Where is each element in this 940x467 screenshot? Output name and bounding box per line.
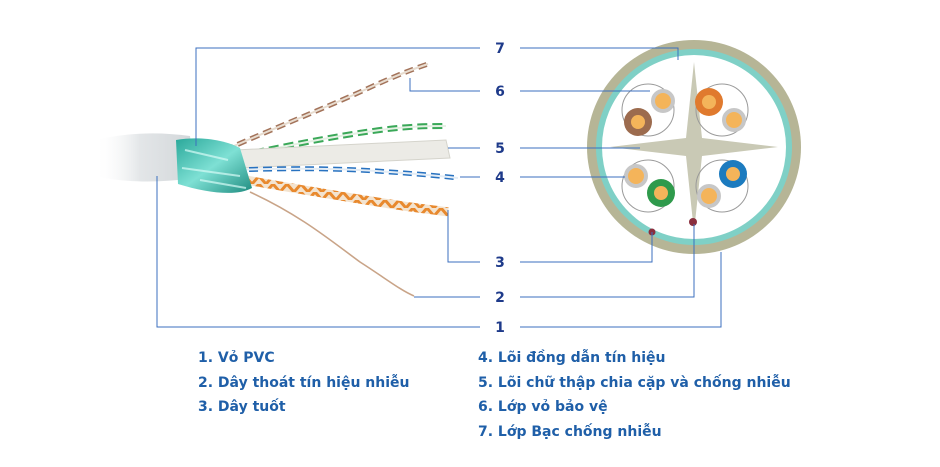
callout-5: 5 <box>495 141 505 157</box>
legend-item-6: 6. Lớp vỏ bảo vệ <box>478 399 608 415</box>
leader-3-right <box>520 232 653 263</box>
callout-numbers: 7 6 5 4 3 2 1 <box>495 41 505 336</box>
callout-6: 6 <box>495 84 505 100</box>
callout-7: 7 <box>495 41 505 57</box>
cross-separator <box>610 62 778 232</box>
leader-1-right <box>520 252 722 328</box>
legend-item-7: 7. Lớp Bạc chống nhiễu <box>478 423 662 440</box>
legend-item-1: 1. Vỏ PVC <box>198 350 275 366</box>
cable-cross-section <box>587 40 801 254</box>
cable-body <box>95 61 459 297</box>
callout-4: 4 <box>495 170 505 186</box>
leader-6-left <box>409 78 480 92</box>
legend-left-column: 1. Vỏ PVC 2. Dây thoát tín hiệu nhiễu 3.… <box>198 346 410 420</box>
callout-3: 3 <box>495 255 505 271</box>
pair-bottom-left <box>621 159 675 213</box>
leader-7-right <box>520 47 679 60</box>
orange-pair-shape <box>234 173 449 217</box>
callout-2: 2 <box>495 290 505 306</box>
leader-3-left <box>447 210 480 263</box>
cable-diagram: 7 6 5 4 3 2 1 <box>95 40 801 336</box>
legend-item-5: 5. Lõi chữ thập chia cặp và chống nhiễu <box>478 374 791 391</box>
drain-wire-dot-inner <box>689 218 697 226</box>
leader-2-right <box>520 224 695 298</box>
separator-shape <box>234 139 451 169</box>
callout-1: 1 <box>495 320 505 336</box>
leader-7-left <box>195 47 480 146</box>
foil-shield-shape <box>176 138 252 193</box>
legend-item-4: 4. Lõi đồng dẫn tín hiệu <box>478 350 666 366</box>
pair-top-left <box>621 83 675 137</box>
pair-bottom-right <box>695 159 749 213</box>
pvc-jacket-shape <box>95 133 195 182</box>
legend-item-3: 3. Dây tuốt <box>198 399 286 415</box>
legend-right-column: 4. Lõi đồng dẫn tín hiệu 5. Lõi chữ thập… <box>478 346 791 444</box>
leader-lines <box>156 47 722 328</box>
drain-wire-shape <box>249 191 415 297</box>
leader-1-left <box>156 176 480 328</box>
legend-item-2: 2. Dây thoát tín hiệu nhiễu <box>198 374 410 391</box>
pair-top-right <box>695 83 749 137</box>
